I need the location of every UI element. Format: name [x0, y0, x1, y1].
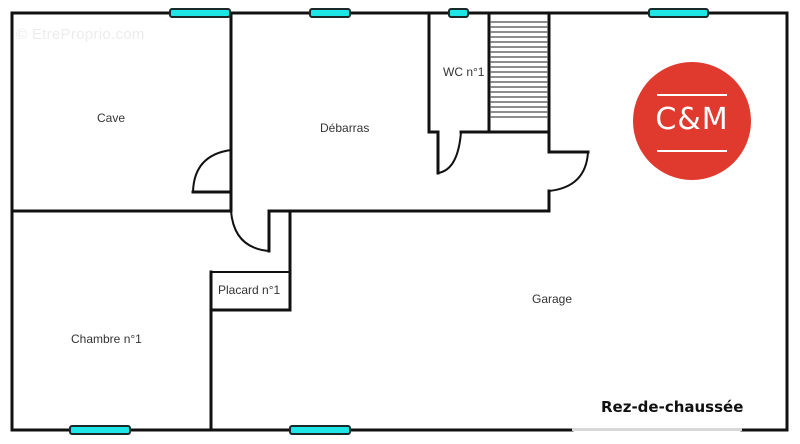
window-garage-top — [648, 8, 709, 18]
window-cave — [169, 8, 231, 18]
room-label-wc: WC n°1 — [443, 65, 485, 79]
logo-text: C&M — [655, 102, 729, 137]
watermark: © EtreProprio.com — [16, 26, 145, 43]
company-logo: C&M — [633, 62, 751, 180]
wall-mid-right — [267, 189, 551, 213]
logo-line-bottom — [657, 150, 727, 152]
door-corridor — [229, 190, 271, 253]
window-wc — [448, 8, 469, 18]
staircase — [490, 11, 551, 154]
window-debarras — [309, 8, 351, 18]
wc-walls — [427, 11, 551, 175]
window-garage-bottom — [289, 425, 351, 435]
placard-walls — [209, 270, 292, 432]
door-garage — [547, 150, 590, 192]
room-label-cave: Cave — [97, 111, 126, 125]
room-label-chambre: Chambre n°1 — [71, 332, 142, 346]
windows — [69, 8, 709, 435]
window-chambre — [69, 425, 131, 435]
room-label-garage: Garage — [532, 292, 573, 306]
floor-label-underline — [572, 428, 742, 431]
door-cave — [191, 148, 233, 194]
room-label-debarras: Débarras — [320, 121, 370, 135]
floor-label: Rez-de-chaussée — [601, 398, 744, 416]
room-label-placard: Placard n°1 — [218, 283, 281, 297]
outer-walls — [10, 11, 789, 432]
logo-line-top — [657, 94, 727, 96]
